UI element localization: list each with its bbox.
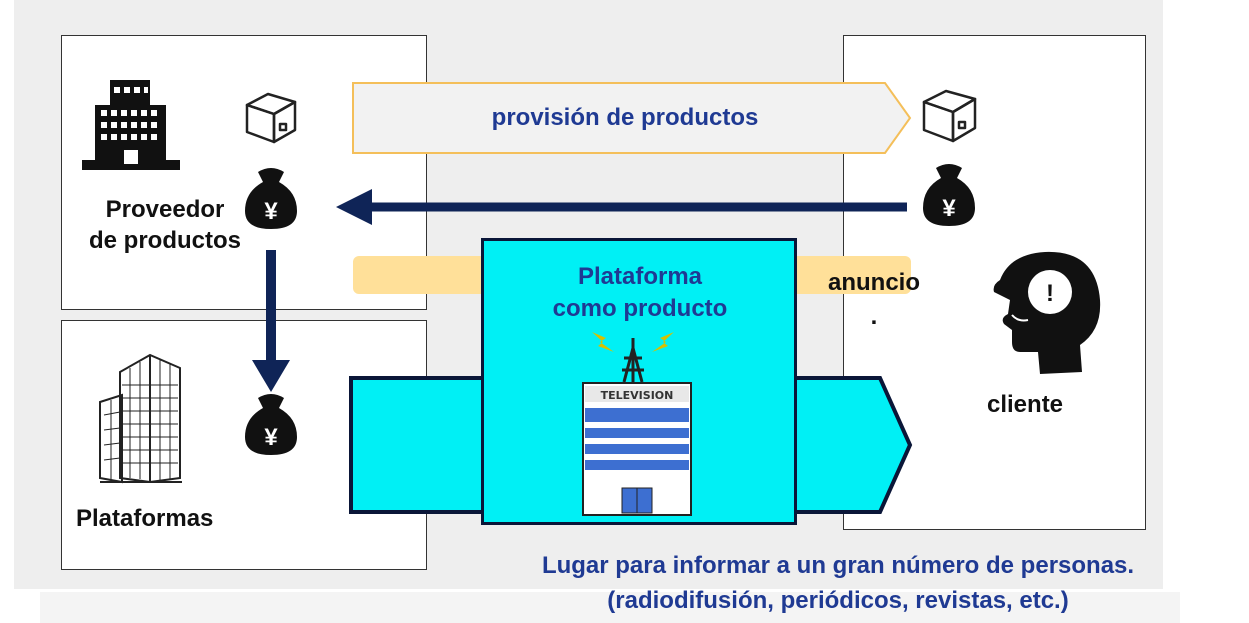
svg-text:¥: ¥ [942,195,956,222]
svg-text:¥: ¥ [264,424,278,451]
bottom-strip [40,592,1180,623]
payment-arrow-left [336,189,372,225]
product-provision-arrow [352,82,912,154]
supplier-label: Proveedor de productos [88,196,241,254]
svg-text:TELEVISION: TELEVISION [601,389,674,402]
advertisement-label: anuncio . [827,269,920,330]
svg-text:!: ! [1046,280,1054,307]
bottom-caption-line1: Lugar para informar a un gran número de … [541,552,1135,579]
platform-product-box [481,238,797,525]
product-provision-label: provisión de productos [491,104,759,131]
platform-product-label: Plataforma como producto [552,263,728,322]
svg-text:¥: ¥ [264,198,278,225]
customer-label: cliente [987,391,1064,418]
platforms-label: Plataformas [76,505,214,532]
payment-arrow-down [252,360,290,392]
bottom-caption-line2: (radiodifusión, periódicos, revistas, et… [607,587,1069,614]
